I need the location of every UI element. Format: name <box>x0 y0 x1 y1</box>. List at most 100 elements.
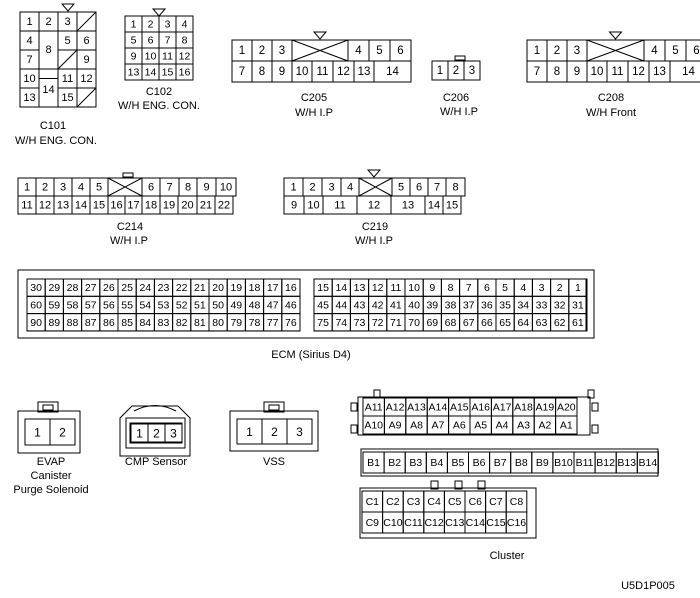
pin-label: 2 <box>59 426 66 440</box>
pin-label: 43 <box>354 299 366 311</box>
cavity <box>214 195 234 215</box>
pin-label: 2 <box>153 427 160 441</box>
pin-label: 23 <box>158 282 170 294</box>
pin-label: 14 <box>42 84 54 96</box>
pin-label: A13 <box>407 402 426 414</box>
pin-label: 3 <box>165 19 171 31</box>
pin-label: 38 <box>445 299 457 311</box>
pin-label: 21 <box>200 200 212 212</box>
cross-line <box>358 177 393 197</box>
pin-label: 10 <box>408 282 420 294</box>
pin-label: 16 <box>285 282 297 294</box>
pin-label: A16 <box>471 402 490 414</box>
pin-label: 2 <box>271 425 278 439</box>
pin-label: 4 <box>78 182 84 194</box>
pin-label: 46 <box>285 299 297 311</box>
connector-name: C214 <box>117 221 143 233</box>
latch-icon <box>430 480 439 490</box>
pin-label: 8 <box>554 66 560 78</box>
pin-label: 15 <box>93 200 105 212</box>
pin-label: 20 <box>181 200 193 212</box>
connector-name-line3: Purge Solenoid <box>13 484 88 496</box>
pin-label: C9 <box>366 517 380 529</box>
connector-harness: W/H ENG. CON. <box>15 135 97 147</box>
pin-label: 35 <box>499 299 511 311</box>
pin-label: 2 <box>148 19 154 31</box>
latch-icon <box>454 55 466 61</box>
inner-frame <box>125 417 186 449</box>
pin-label: 49 <box>230 299 242 311</box>
pin-label: 18 <box>145 200 157 212</box>
pin-label: C12 <box>424 517 443 529</box>
pin-label: 11 <box>317 66 329 78</box>
pin-label: 13 <box>23 92 35 104</box>
pin-label: 55 <box>121 299 133 311</box>
pin-label: 59 <box>48 299 60 311</box>
connector-name: VSS <box>263 456 285 468</box>
pin-label: A18 <box>514 402 533 414</box>
pin-label: C1 <box>366 496 380 508</box>
pin-label: A1 <box>560 420 573 432</box>
pin-label: A2 <box>538 420 551 432</box>
blank-diagonal <box>76 11 97 32</box>
connector-name: C101 <box>40 120 66 132</box>
pin-label: 27 <box>85 282 97 294</box>
pin-label: 37 <box>463 299 475 311</box>
pin-label: 6 <box>693 45 699 57</box>
blank-diagonal <box>57 49 78 70</box>
mount-tab <box>587 389 595 399</box>
pin-label: 14 <box>145 67 157 79</box>
pin-label: 3 <box>574 45 580 57</box>
pin-label: B5 <box>452 457 465 469</box>
pin-label: 85 <box>121 317 133 329</box>
pin-label: 88 <box>67 317 79 329</box>
pin-label: 9 <box>83 54 89 66</box>
pin-label: 33 <box>536 299 548 311</box>
mount-tab <box>591 402 599 412</box>
pin-label: 1 <box>246 425 253 439</box>
pin-label: 12 <box>632 66 645 78</box>
pin-label: 89 <box>48 317 60 329</box>
cavity <box>49 418 76 446</box>
pin-label: A4 <box>496 420 509 432</box>
pin-label: 57 <box>85 299 97 311</box>
pin-label: 48 <box>249 299 261 311</box>
pin-label: 1 <box>239 45 245 57</box>
latch-icon <box>122 172 134 178</box>
pin-label: 8 <box>182 35 188 47</box>
ecm-outer-frame <box>17 269 595 339</box>
pin-label: 8 <box>185 182 191 194</box>
pin-label: B2 <box>388 457 401 469</box>
pin-label: C6 <box>469 496 483 508</box>
pin-label: 28 <box>67 282 79 294</box>
latch-inner <box>268 404 280 411</box>
pin-label: 13 <box>653 66 666 78</box>
connector-housing <box>119 405 191 457</box>
pin-label: 42 <box>372 299 384 311</box>
connector-name: ECM (Sirius D4) <box>271 349 350 361</box>
latch-icon <box>263 401 285 413</box>
pin-label: 2 <box>259 45 265 57</box>
pin-label: B14 <box>639 457 658 469</box>
pin-label: 54 <box>139 299 151 311</box>
pin-label: 6 <box>148 182 154 194</box>
pin-label: 14 <box>335 282 347 294</box>
key-triangle-icon <box>151 8 167 17</box>
connector-name-line2: Canister <box>31 470 72 482</box>
pin-label: 1 <box>131 19 137 31</box>
pin-label: 56 <box>103 299 115 311</box>
cavity <box>505 511 528 534</box>
pin-label: 1 <box>24 182 30 194</box>
pin-label: A15 <box>450 402 469 414</box>
pin-label: 16 <box>110 200 122 212</box>
pin-label: 9 <box>131 51 137 63</box>
mount-tab <box>591 424 599 434</box>
pin-label: 41 <box>390 299 402 311</box>
pin-label: 11 <box>612 66 624 78</box>
pin-label: 7 <box>534 66 540 78</box>
pin-label: C10 <box>383 517 402 529</box>
pin-label: 71 <box>390 317 402 329</box>
pin-label: 9 <box>203 182 209 194</box>
